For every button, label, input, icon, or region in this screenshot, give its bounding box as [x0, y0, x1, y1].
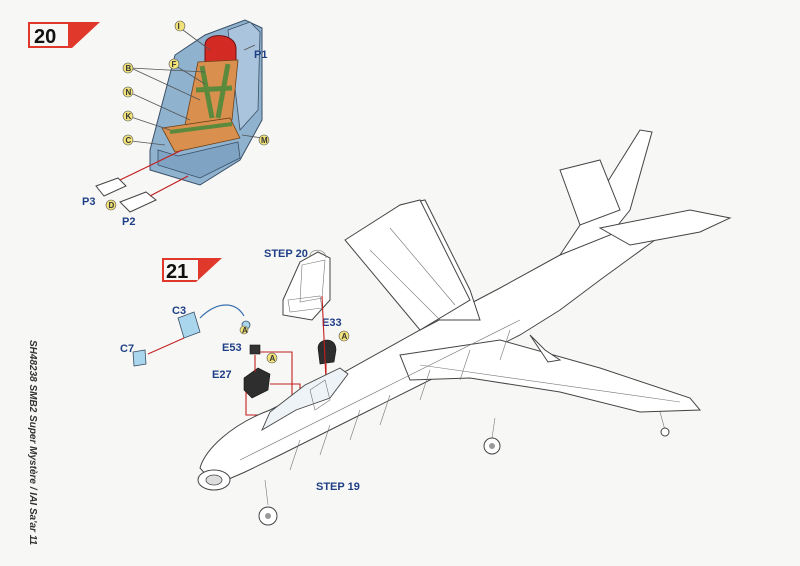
badge-c: C [122, 134, 134, 146]
svg-text:A: A [270, 354, 276, 363]
svg-text:A: A [242, 326, 248, 335]
part-e53-shape [249, 344, 261, 355]
label-e33: E33 [322, 317, 342, 329]
label-e53: E53 [222, 342, 242, 354]
svg-text:K: K [126, 112, 132, 121]
badge-b: B [122, 62, 134, 74]
badge-a-3: A [239, 325, 249, 335]
sheet-side-caption: SH48238 SMB2 Super Mystère / IAI Sa'ar 1… [27, 340, 38, 546]
step-19-callout: STEP 19 [316, 481, 360, 493]
svg-text:I: I [178, 22, 180, 31]
ejection-seat-illustration [149, 19, 263, 186]
svg-text:A: A [342, 332, 348, 341]
badge-n: N [122, 86, 134, 98]
svg-text:D: D [109, 201, 115, 210]
c3-arrow [199, 304, 245, 319]
badge-k: K [122, 110, 134, 122]
badge-a-2: A [338, 330, 350, 342]
label-e27: E27 [212, 369, 232, 381]
svg-text:F: F [172, 60, 177, 69]
badge-d: D [105, 199, 117, 211]
badge-a-1: A [266, 352, 278, 364]
badge-m: M [258, 134, 270, 146]
p3-arrow [119, 149, 183, 181]
step-20-marker: 20 [28, 22, 100, 48]
badge-i: I [174, 20, 186, 32]
part-e27-shape [243, 367, 271, 399]
step-20-number: 20 [34, 26, 56, 48]
seat-leader-lines [130, 29, 263, 146]
label-c3: C3 [172, 305, 186, 317]
part-p3-shape [95, 177, 127, 197]
step-21-number: 21 [166, 261, 188, 283]
part-c7-shape [132, 349, 147, 367]
part-c3-shape [177, 311, 201, 339]
badge-f: F [168, 58, 180, 70]
svg-text:N: N [126, 88, 132, 97]
label-p3: P3 [82, 196, 95, 208]
part-p2-shape [119, 191, 157, 213]
step-21-marker: 21 [162, 258, 222, 283]
label-p2: P2 [122, 216, 135, 228]
svg-text:C: C [126, 136, 132, 145]
label-c7: C7 [120, 343, 134, 355]
c7-arrow [147, 337, 185, 355]
label-p1: P1 [254, 49, 267, 61]
svg-text:B: B [126, 64, 132, 73]
svg-text:M: M [261, 136, 268, 145]
part-e33-shape [317, 339, 337, 365]
p2-arrow [149, 175, 189, 197]
step-20-callout: STEP 20 [264, 248, 308, 260]
aircraft-illustration [197, 129, 732, 526]
installed-seat-illustration [282, 249, 331, 321]
